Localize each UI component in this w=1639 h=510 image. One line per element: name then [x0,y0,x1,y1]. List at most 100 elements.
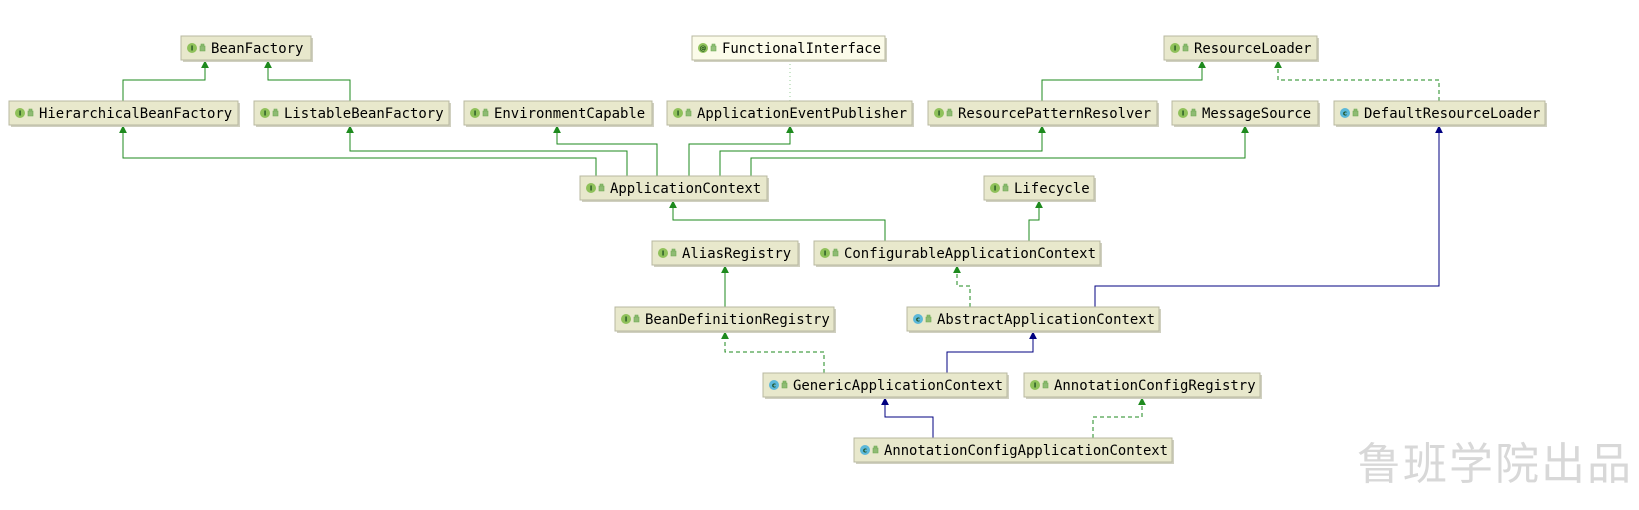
node-label: AbstractApplicationContext [937,312,1155,328]
interface-type-icon [990,183,1000,193]
interface-type-icon [934,108,944,118]
node-functionalinterface[interactable]: @ FunctionalInterface [691,35,887,62]
edge-applicationcontext-to-resourcepatternresolver [719,125,1046,176]
edge-genericapplicationcontext-to-beandefinitionregistry [721,331,825,373]
node-box [8,100,239,126]
type-badge-letter: I [474,110,477,118]
node-box [691,35,886,61]
node-box [853,437,1173,463]
watermark: 鲁班学院出品 [1357,439,1633,490]
visibility-icon [1042,380,1049,389]
interface-type-icon [1170,43,1180,53]
node-box [666,100,913,126]
node-label: FunctionalInterface [722,41,881,57]
edge-defaultresourceloader-to-resourceloader [1274,60,1440,101]
edge-hierarchicalbeanfactory-to-beanfactory [122,60,209,101]
node-resourcepatternresolver[interactable]: I ResourcePatternResolver [927,100,1159,127]
node-listablebeanfactory[interactable]: I ListableBeanFactory [253,100,451,127]
visibility-icon [1182,43,1189,52]
type-badge-letter: I [1174,45,1177,53]
interface-type-icon [586,183,596,193]
class-type-icon [1340,108,1350,118]
visibility-icon [1002,183,1009,192]
edge-resourcepatternresolver-to-resourceloader [1041,60,1206,101]
visibility-icon [272,108,279,117]
node-box [253,100,450,126]
edge-listablebeanfactory-to-beanfactory [264,60,351,101]
type-badge-letter: I [994,185,997,193]
type-badge-letter: I [938,110,941,118]
type-badge-letter: I [264,110,267,118]
type-badge-letter: I [19,110,22,118]
type-badge-letter: @ [700,45,707,53]
interface-type-icon [673,108,683,118]
node-box [813,240,1101,266]
node-label: MessageSource [1202,106,1311,122]
visibility-icon [1352,108,1359,117]
node-label: ApplicationContext [610,181,761,197]
visibility-icon [598,183,605,192]
node-label: DefaultResourceLoader [1364,106,1540,122]
class-type-icon [860,445,870,455]
class-type-icon [769,380,779,390]
class-type-icon [913,314,923,324]
type-badge-letter: c [863,447,867,455]
node-box [463,100,653,126]
edge-applicationcontext-to-messagesource [750,125,1249,176]
visibility-icon [925,314,932,323]
edge-applicationcontext-to-hierarchicalbeanfactory [119,125,597,176]
type-badge-letter: I [662,250,665,258]
node-box [1163,35,1318,61]
node-label: ApplicationEventPublisher [697,106,907,122]
visibility-icon [946,108,953,117]
node-configurableapplicationcontext[interactable]: I ConfigurableApplicationContext [813,240,1102,267]
edge-genericapplicationcontext-to-abstractapplicationcontext [946,331,1037,373]
visibility-icon [832,248,839,257]
visibility-icon [199,43,206,52]
edge-applicationcontext-to-listablebeanfactory [346,125,628,176]
visibility-icon [781,380,788,389]
annotation-type-icon [698,43,708,53]
visibility-icon [670,248,677,257]
type-badge-letter: I [625,316,628,324]
node-box [651,240,799,266]
visibility-icon [872,445,879,454]
node-label: GenericApplicationContext [793,378,1003,394]
interface-type-icon [1178,108,1188,118]
edge-configurableapplicationcontext-to-lifecycle [1028,200,1043,241]
node-label: AnnotationConfigRegistry [1054,378,1256,394]
visibility-icon [482,108,489,117]
visibility-icon [685,108,692,117]
type-badge-letter: I [191,45,194,53]
node-label: ListableBeanFactory [284,106,444,122]
interface-type-icon [15,108,25,118]
edge-annotationconfigapplicationcontext-to-annotationconfigregistry [1092,397,1146,438]
visibility-icon [1190,108,1197,117]
interface-type-icon [820,248,830,258]
visibility-icon [633,314,640,323]
node-label: ResourcePatternResolver [958,106,1151,122]
node-box [1333,100,1546,126]
edge-configurableapplicationcontext-to-applicationcontext [669,200,886,241]
node-label: ConfigurableApplicationContext [844,246,1096,262]
type-badge-letter: I [824,250,827,258]
edge-applicationcontext-to-environmentcapable [553,125,658,176]
node-box [906,306,1160,332]
